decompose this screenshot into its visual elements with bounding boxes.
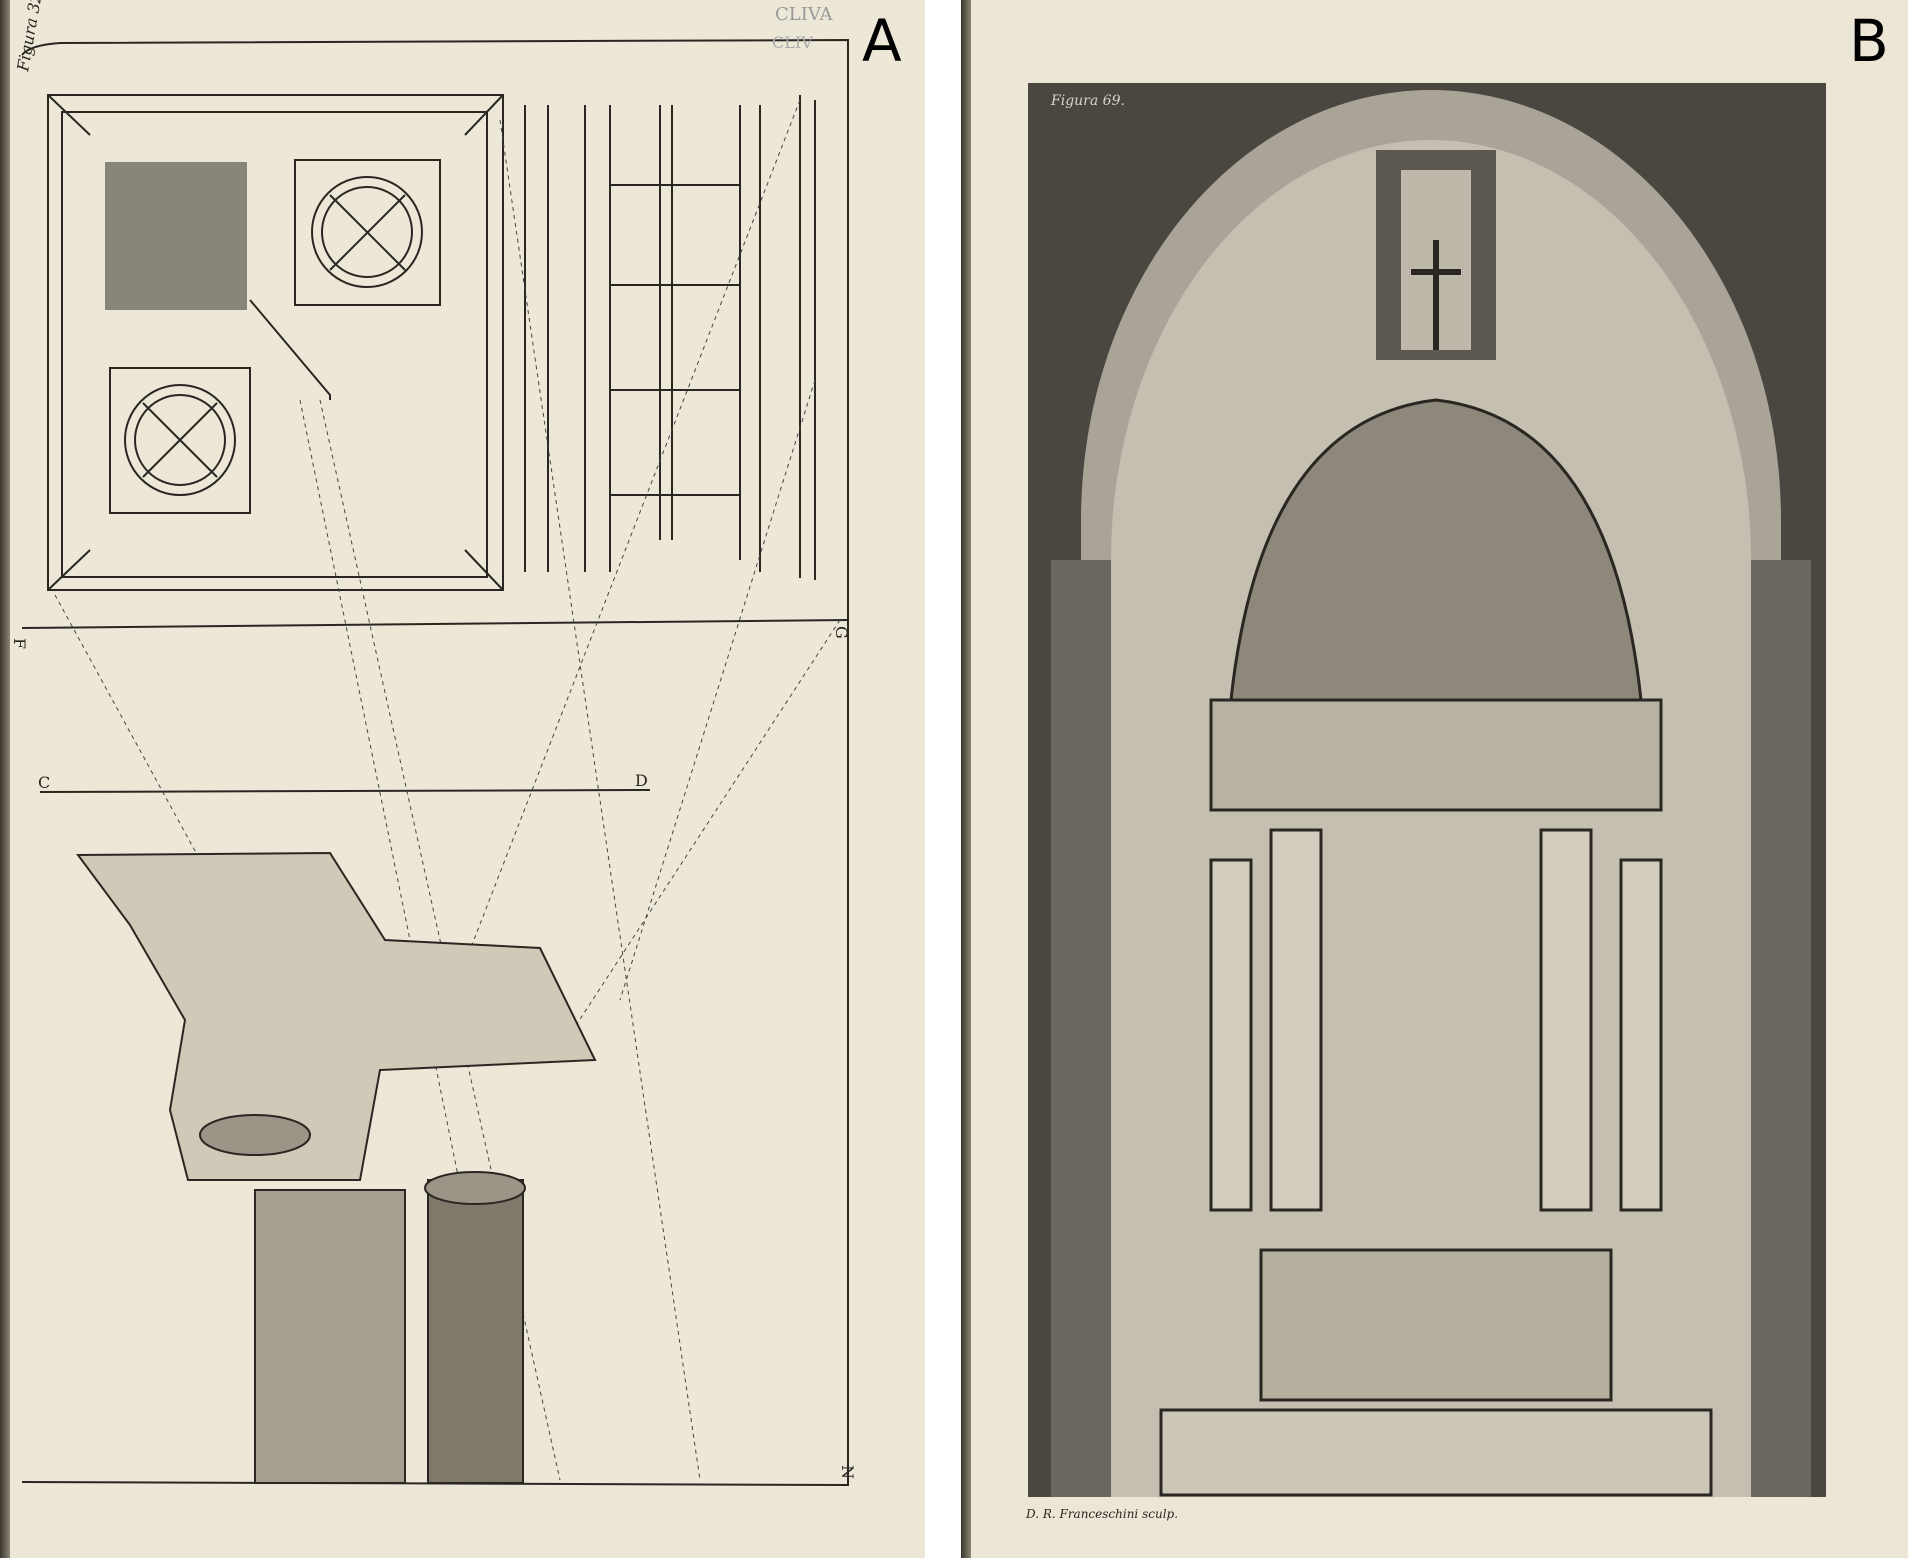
baldachin-entablature: [1209, 698, 1663, 812]
point-letter-d: D: [635, 771, 648, 790]
book-binding-edge: [0, 0, 10, 1558]
architectural-perspective-drawing: Figura 32. CLIVA CLIV F G C D N: [10, 0, 857, 1487]
ceiling-plan-outer: [47, 94, 504, 591]
panel-label-b: B: [1849, 7, 1889, 75]
figure-caption: Figura 69.: [1050, 93, 1125, 109]
baldachin-canopy: [1229, 398, 1643, 702]
altar-table: [1259, 1248, 1613, 1402]
right-pier: [1751, 560, 1811, 1497]
altar-baldachin-engraving: Figura 69. D. R. Franceschini sculp.: [1025, 83, 1826, 1521]
hatched-block: [105, 162, 247, 310]
column-shaft: [427, 1179, 524, 1484]
panel-b-engraving-page: Figura 69. D. R. Franceschini sculp. B: [961, 0, 1908, 1558]
left-pier: [1051, 560, 1111, 1497]
twisted-column: [1539, 828, 1593, 1212]
twisted-column: [1269, 828, 1323, 1212]
line-cd: [39, 789, 651, 793]
altar-steps: [1159, 1408, 1713, 1497]
panel-gutter: [925, 0, 961, 1558]
figure-caption: Figura 32.: [13, 0, 47, 74]
point-letter-n: N: [838, 1465, 857, 1479]
panel-label-a: A: [862, 7, 902, 75]
point-letter-f: F: [10, 638, 29, 649]
pilaster: [254, 1189, 406, 1484]
line-fg: [21, 619, 849, 629]
book-binding-edge: [961, 0, 971, 1558]
pencil-mark: CLIV: [772, 33, 813, 52]
point-letter-c: C: [38, 773, 50, 792]
engraver-signature: D. R. Franceschini sculp.: [1025, 1507, 1178, 1521]
pencil-mark: CLIVA: [775, 4, 834, 25]
point-letter-g: G: [832, 626, 851, 639]
panel-a-engraving-page: Figura 32. CLIVA CLIV F G C D N A: [0, 0, 925, 1558]
plate-frame: [21, 38, 849, 1487]
